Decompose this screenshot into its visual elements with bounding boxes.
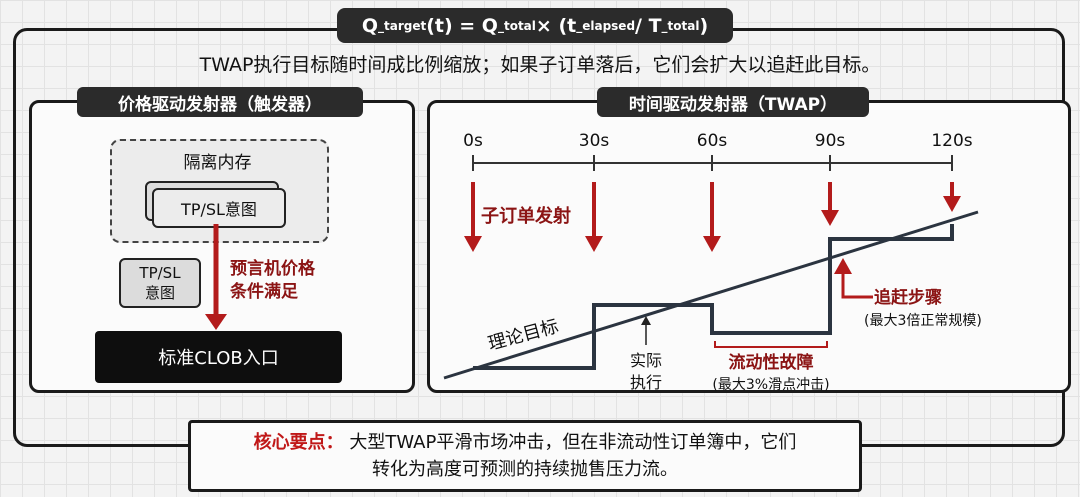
formula-close: ) bbox=[699, 14, 709, 37]
actual-label-line2: 执行 bbox=[630, 373, 662, 392]
liquidity-bracket bbox=[714, 341, 828, 348]
child-order-arrows bbox=[464, 182, 961, 252]
formula-total-sub: _total bbox=[497, 18, 536, 33]
timeline-tick-label: 60s bbox=[697, 131, 728, 151]
order-arrowhead-0s bbox=[464, 236, 482, 252]
intent-card: TP/SL意图 bbox=[152, 188, 286, 228]
oracle-condition-label: 预言机价格 条件满足 bbox=[230, 258, 370, 304]
actual-pointer-head bbox=[641, 316, 651, 325]
isolated-memory-label: 隔离内存 bbox=[183, 153, 252, 173]
actual-execution-line bbox=[473, 224, 954, 370]
order-arrowhead-90s bbox=[821, 210, 839, 226]
key-point-line1: 核心要点： 大型TWAP平滑市场冲击，但在非流动性订单簿中，它们 bbox=[188, 428, 862, 454]
timeline-tick-label: 120s bbox=[931, 131, 972, 151]
timeline-tick-label: 0s bbox=[463, 131, 483, 151]
formula-mid: (t) = Q bbox=[426, 14, 498, 37]
key-point-box bbox=[188, 420, 862, 492]
oracle-line1: 预言机价格 bbox=[230, 259, 315, 279]
formula-bar: Q_target(t) = Q_total × (t_elapsed / T_t… bbox=[337, 8, 733, 43]
catchup-label: 追赶步骤 bbox=[874, 287, 942, 308]
liquidity-label: 流动性故障 bbox=[729, 352, 814, 373]
oracle-line2: 条件满足 bbox=[230, 282, 298, 302]
order-arrowhead-60s bbox=[703, 236, 721, 252]
catchup-sub: (最大3倍正常规模) bbox=[864, 313, 982, 329]
child-order-label: 子订单发射 bbox=[481, 205, 571, 227]
small-card-line1: TP/SL bbox=[139, 264, 181, 282]
small-card-line2: 意图 bbox=[144, 284, 175, 302]
twap-panel bbox=[427, 100, 1071, 393]
clob-entry-box: 标准CLOB入口 bbox=[95, 331, 342, 383]
subtitle: TWAP执行目标随时间成比例缩放；如果子订单落后，它们会扩大以追赶此目标。 bbox=[199, 54, 881, 76]
timeline-tick-label: 90s bbox=[815, 131, 846, 151]
liquidity-sub: (最大3%滑点冲击) bbox=[712, 376, 829, 393]
theory-target-label: 理论目标 bbox=[486, 316, 561, 355]
flow-arrow-head bbox=[205, 314, 227, 330]
timeline-tick-label: 30s bbox=[579, 131, 610, 151]
catchup-arrow bbox=[841, 270, 873, 299]
actual-label-line1: 实际 bbox=[630, 351, 662, 370]
formula-ttotal-sub: _total bbox=[661, 18, 700, 33]
formula-elapsed-sub: _elapsed bbox=[576, 18, 636, 33]
formula-q-sub: _target bbox=[377, 18, 427, 33]
catchup-arrowhead bbox=[834, 258, 852, 274]
formula-div: / T bbox=[635, 14, 662, 37]
formula-times: × (t bbox=[535, 14, 577, 37]
key-point-text1: 大型TWAP平滑市场冲击，但在非流动性订单簿中，它们 bbox=[349, 432, 797, 453]
order-arrowhead-120s bbox=[943, 196, 961, 212]
key-point-line2: 转化为高度可预测的持续抛售压力流。 bbox=[372, 459, 678, 480]
key-point-label: 核心要点： bbox=[253, 432, 344, 453]
small-intent-card: TP/SL 意图 bbox=[119, 258, 201, 308]
twap-title: 时间驱动发射器（TWAP） bbox=[597, 87, 869, 117]
formula-q: Q bbox=[361, 14, 378, 37]
price-trigger-title: 价格驱动发射器（触发器） bbox=[77, 87, 363, 117]
order-arrowhead-30s bbox=[585, 236, 603, 252]
